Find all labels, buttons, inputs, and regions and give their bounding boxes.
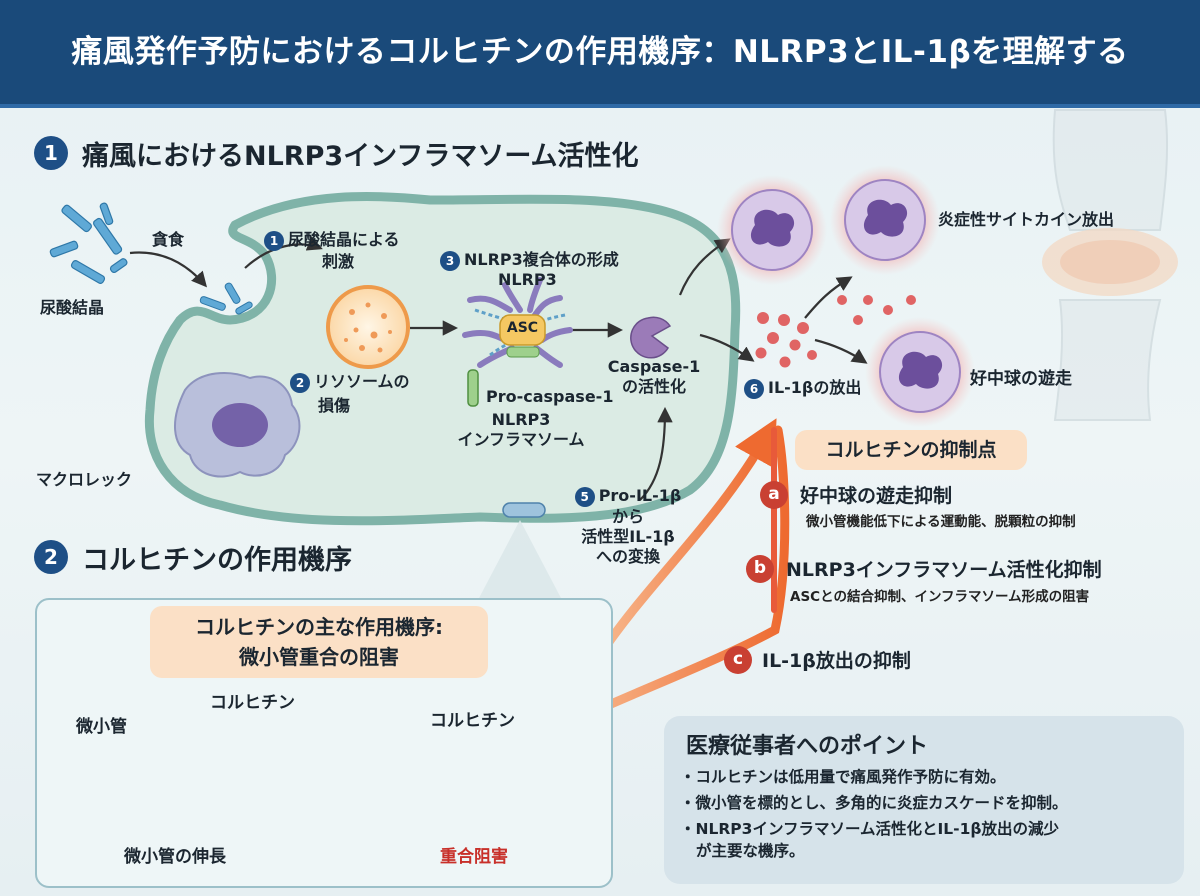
points-list: ・コルヒチンは低用量で痛風発作予防に有効。 ・微小管を標的とし、多角的に炎症カス… (680, 766, 1180, 862)
step2-text-line2: 損傷 (318, 396, 351, 415)
inhibition-b-desc: ASCとの結合抑制、インフラマソーム形成の阻害 (790, 589, 1090, 605)
step5-text-line1: Pro-IL-1β (598, 486, 682, 505)
colchicine-label-left: コルヒチン (210, 693, 295, 713)
page-title: 痛風発作予防におけるコルヒチンの作用機序：NLRP3とIL-1βを理解する (71, 34, 1129, 70)
clinician-points-panel (664, 716, 1184, 884)
section2-number-badge: 2 (34, 540, 68, 574)
points-title: 医療従事者へのポイント (686, 734, 929, 759)
section1-number-badge: 1 (34, 136, 68, 170)
neutrophil-1 (717, 175, 827, 285)
caspase-label: Caspase-1 の活性化 (604, 357, 704, 397)
mechanism-title-line1: コルヒチンの主な作用機序: (195, 615, 443, 639)
point-item-1: ・コルヒチンは低用量で痛風発作予防に有効。 (680, 768, 1006, 786)
inhibition-a-desc: 微小管機能低下による運動能、脱顆粒の抑制 (806, 514, 1076, 530)
zoom-connector (478, 520, 562, 600)
nlrp3-label: NLRP3 (498, 270, 557, 289)
point-item-3-cont: が主要な機序。 (696, 842, 805, 860)
elongation-label: 微小管の伸長 (124, 847, 226, 867)
urate-crystals-label: 尿酸結晶 (40, 298, 105, 317)
step1-badge: 1 (264, 230, 284, 251)
lysosome-icon (326, 285, 410, 369)
inhibition-b-badge: b (746, 555, 774, 583)
inhibition-a-title: 好中球の遊走抑制 (800, 485, 953, 507)
macrophage-cell-icon (173, 372, 301, 478)
stimulus-arrow (244, 236, 323, 269)
pro-caspase-icon (467, 369, 479, 407)
caspase-label-line2: の活性化 (621, 377, 686, 396)
step5-text-line2: から (611, 506, 644, 526)
pro-caspase-label: Pro-caspase-1 (486, 387, 614, 406)
step2-text-line1: リソソームの (314, 372, 410, 391)
caspase-label-line1: Caspase-1 (607, 357, 701, 376)
inflammasome-label-line1: NLRP3 (491, 410, 551, 429)
inhibition-arrow-a (563, 418, 777, 694)
urate-crystals-cluster (49, 202, 128, 284)
point-item-3: ・NLRP3インフラマソーム活性化とIL-1β放出の減少 (680, 820, 1059, 838)
step5-text-line4: への変換 (595, 546, 660, 566)
point-item-2-text: 微小管を標的とし、多角的に炎症カスケードを抑制。 (695, 794, 1068, 812)
nlrp3-inflammasome-complex (462, 277, 573, 368)
macrophage-label: マクロレック (36, 470, 133, 489)
phagocytosis-label: 貪食 (152, 230, 185, 249)
neutrophil-migration-label: 好中球の遊走 (970, 369, 1072, 389)
step5-text-line3: 活性型IL-1β (581, 526, 675, 546)
knee-joint-illustration (1042, 109, 1178, 421)
step3-text: NLRP3複合体の形成 (464, 250, 619, 269)
step1-text-line2: 刺激 (322, 252, 355, 271)
neutrophil-2 (830, 165, 940, 275)
inhibition-arrow-b (536, 425, 790, 754)
step6-text: IL-1βの放出 (768, 378, 862, 397)
section2-title: コルヒチンの作用機序 (82, 545, 352, 576)
caspase-1-icon (630, 316, 672, 359)
section1-title: 痛風におけるNLRP3インフラマソーム活性化 (82, 141, 639, 172)
cytokine-release-label: 炎症性サイトカイン放出 (938, 210, 1115, 229)
step1-text-line1: 尿酸結晶による (288, 230, 400, 249)
il-1b-particles (755, 295, 916, 368)
phagocytosis-arrow (129, 251, 208, 288)
inhibition-b-title: NLRP3インフラマソーム活性化抑制 (786, 559, 1102, 581)
neutrophil-3 (865, 317, 975, 427)
polymerization-inhibition-label: 重合阻害 (440, 847, 508, 867)
inflammasome-label-line2: インフラマソーム (457, 430, 585, 449)
point-item-3-text: NLRP3インフラマソーム活性化とIL-1β放出の減少 (695, 820, 1059, 838)
mechanism-title-pill: コルヒチンの主な作用機序: 微小管重合の阻害 (150, 606, 488, 678)
header-bar (0, 0, 1200, 108)
inhibition-c-badge: c (724, 646, 752, 674)
step6-badge: 6 (744, 378, 764, 399)
phagocytosed-crystals (199, 282, 253, 315)
inflammasome-label: NLRP3 インフラマソーム (436, 410, 606, 450)
point-item-1-text: コルヒチンは低用量で痛風発作予防に有効。 (695, 768, 1006, 786)
inhibition-a-badge: a (760, 481, 788, 509)
step2-badge: 2 (290, 372, 310, 393)
inhibition-c-title: IL-1β放出の抑制 (762, 650, 911, 672)
inhibition-title-pill: コルヒチンの抑制点 (795, 430, 1027, 470)
point-item-2: ・微小管を標的とし、多角的に炎症カスケードを抑制。 (680, 794, 1068, 812)
microtubule-label: 微小管 (76, 717, 127, 737)
mechanism-title-line2: 微小管重合の阻害 (239, 645, 399, 669)
step5-badge: 5 (574, 486, 595, 507)
step3-badge: 3 (440, 250, 460, 271)
colchicine-molecule-pill (502, 502, 546, 518)
colchicine-label-right: コルヒチン (430, 711, 515, 731)
asc-label: ASC (506, 320, 539, 336)
